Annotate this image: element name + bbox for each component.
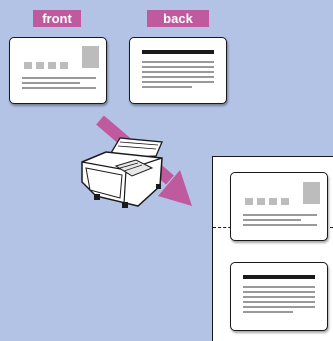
back-card-content (142, 50, 214, 88)
document-scanner-icon (81, 137, 163, 208)
output-paper (212, 156, 333, 341)
output-front-card (230, 172, 328, 241)
output-back-card-content (243, 275, 315, 313)
front-label: front (33, 10, 81, 27)
back-label: back (147, 10, 209, 27)
front-card-content (22, 46, 99, 89)
back-card (129, 37, 227, 104)
output-back-card (230, 262, 328, 331)
output-front-card-content (243, 182, 320, 226)
front-card (9, 37, 107, 104)
